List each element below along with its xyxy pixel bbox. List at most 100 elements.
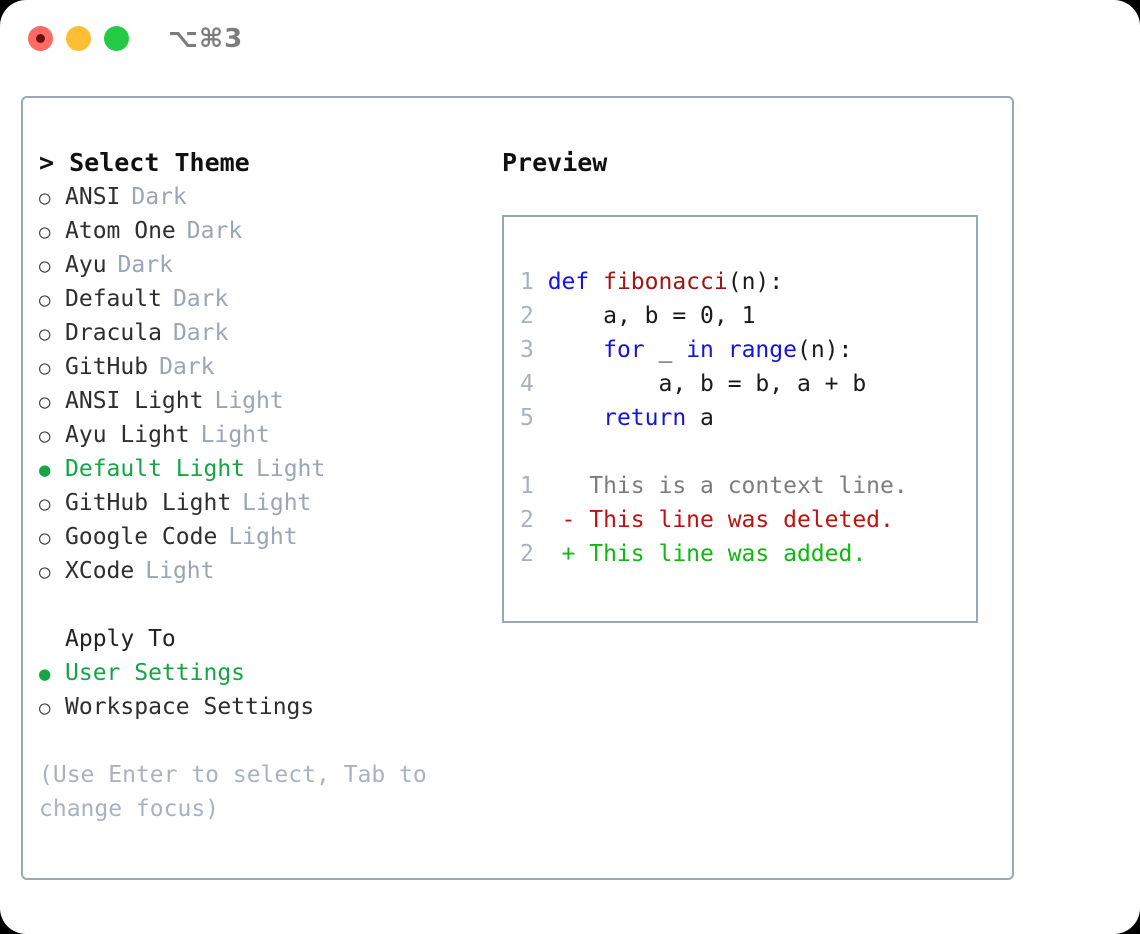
theme-category-label: Light <box>256 456 326 482</box>
code-token-txt: _ <box>658 337 687 363</box>
theme-item-3[interactable]: ○ Default Dark <box>39 282 489 316</box>
theme-item-label: ANSI <box>65 184 121 210</box>
code-token-kw: def <box>547 269 604 295</box>
theme-category-label: Dark <box>172 320 229 346</box>
line-number: 4 <box>520 371 534 397</box>
theme-item-2[interactable]: ○ Ayu Dark <box>39 248 489 282</box>
diff-line-0: 1 This is a context line. <box>520 469 908 503</box>
radio-unselected-icon: ○ <box>39 221 51 243</box>
radio-unselected-icon: ○ <box>39 289 51 311</box>
code-diff-separator <box>520 435 908 469</box>
code-token-txt: (n): <box>727 269 784 295</box>
theme-category-label: Light <box>228 524 298 550</box>
radio-selected-icon: ● <box>39 663 51 685</box>
theme-category-label: Dark <box>186 218 243 244</box>
preview-column: Preview 1 def fibonacci(n):2 a, b = 0, 1… <box>502 146 1002 623</box>
code-token-txt: a <box>700 405 714 431</box>
code-line-3: 4 a, b = b, a + b <box>520 367 908 401</box>
code-line-1: 2 a, b = 0, 1 <box>520 299 908 333</box>
diff-marker-del: - <box>533 507 590 533</box>
line-number: 2 <box>520 303 534 329</box>
radio-unselected-icon: ○ <box>39 255 51 277</box>
apply-item-0[interactable]: ● User Settings <box>39 656 489 690</box>
line-number: 1 <box>520 269 534 295</box>
line-number: 5 <box>520 405 534 431</box>
theme-item-9[interactable]: ○ GitHub Light Light <box>39 486 489 520</box>
code-line-2: 3 for _ in range(n): <box>520 333 908 367</box>
line-number: 1 <box>520 473 534 499</box>
radio-unselected-icon: ○ <box>39 187 51 209</box>
apply-to-heading: Apply To <box>65 626 176 652</box>
radio-unselected-icon: ○ <box>39 391 51 413</box>
theme-item-6[interactable]: ○ ANSI Light Light <box>39 384 489 418</box>
title-bar: ⌥⌘3 <box>0 0 1140 78</box>
diff-text: This line was added. <box>589 541 867 567</box>
code-token-kw: for <box>603 337 659 363</box>
radio-unselected-icon: ○ <box>39 527 51 549</box>
preview-heading: Preview <box>502 148 608 177</box>
apply-item-label: User Settings <box>65 660 246 686</box>
theme-item-label: Dracula <box>65 320 162 346</box>
code-token-txt: (n): <box>796 337 853 363</box>
apply-item-1[interactable]: ○Workspace Settings <box>39 690 489 724</box>
apply-to-list[interactable]: ● User Settings ○Workspace Settings <box>39 656 489 724</box>
theme-item-label: Ayu Light <box>65 422 190 448</box>
theme-category-label: Dark <box>159 354 215 380</box>
line-number: 2 <box>520 541 534 567</box>
theme-category-label: Light <box>214 388 284 414</box>
radio-unselected-icon: ○ <box>39 323 51 345</box>
theme-item-5[interactable]: ○ GitHub Dark <box>39 350 489 384</box>
theme-item-label: GitHub <box>65 354 149 380</box>
radio-unselected-icon: ○ <box>39 493 51 515</box>
theme-category-label: Light <box>145 558 215 584</box>
radio-unselected-icon: ○ <box>39 697 51 719</box>
theme-item-label: XCode <box>65 558 135 584</box>
theme-item-0[interactable]: ○ ANSI Dark <box>39 180 489 214</box>
theme-item-7[interactable]: ○ Ayu Light Light <box>39 418 489 452</box>
radio-unselected-icon: ○ <box>39 425 51 447</box>
code-token-txt <box>548 405 603 431</box>
line-number: 2 <box>520 507 534 533</box>
theme-item-10[interactable]: ○ Google Code Light <box>39 520 489 554</box>
theme-item-label: Atom One <box>65 218 176 244</box>
code-token-fn: fibonacci <box>603 269 728 295</box>
maximize-button[interactable] <box>104 26 129 51</box>
theme-item-11[interactable]: ○ XCode Light <box>39 554 489 588</box>
theme-category-label: Light <box>242 490 312 516</box>
radio-unselected-icon: ○ <box>39 561 51 583</box>
code-line-0: 1 def fibonacci(n): <box>520 265 908 299</box>
code-line-4: 5 return a <box>520 401 908 435</box>
radio-unselected-icon: ○ <box>39 357 51 379</box>
close-button[interactable] <box>28 26 53 51</box>
theme-category-label: Light <box>200 422 270 448</box>
diff-line-1: 2 - This line was deleted. <box>520 503 908 537</box>
theme-item-label: Default <box>65 286 162 312</box>
theme-item-4[interactable]: ○ Dracula Dark <box>39 316 489 350</box>
theme-category-label: Dark <box>117 252 173 278</box>
theme-item-label: Google Code <box>65 524 218 550</box>
theme-item-label: GitHub Light <box>65 490 232 516</box>
theme-category-label: Dark <box>172 286 229 312</box>
theme-item-label: ANSI Light <box>65 388 204 414</box>
diff-marker-add: + <box>533 541 590 567</box>
code-token-txt <box>548 337 603 363</box>
theme-category-label: Dark <box>131 184 187 210</box>
window-controls <box>28 26 129 51</box>
diff-text: This is a context line. <box>589 473 908 499</box>
diff-text: This line was deleted. <box>589 507 894 533</box>
minimize-button[interactable] <box>66 26 91 51</box>
code-token-kw: in <box>686 337 728 363</box>
theme-item-label: Ayu <box>65 252 107 278</box>
code-token-kw: return <box>603 405 701 431</box>
theme-item-label: Default Light <box>65 456 246 482</box>
theme-item-1[interactable]: ○ Atom One Dark <box>39 214 489 248</box>
diff-line-2: 2 + This line was added. <box>520 537 908 571</box>
code-token-kw: range <box>727 337 797 363</box>
